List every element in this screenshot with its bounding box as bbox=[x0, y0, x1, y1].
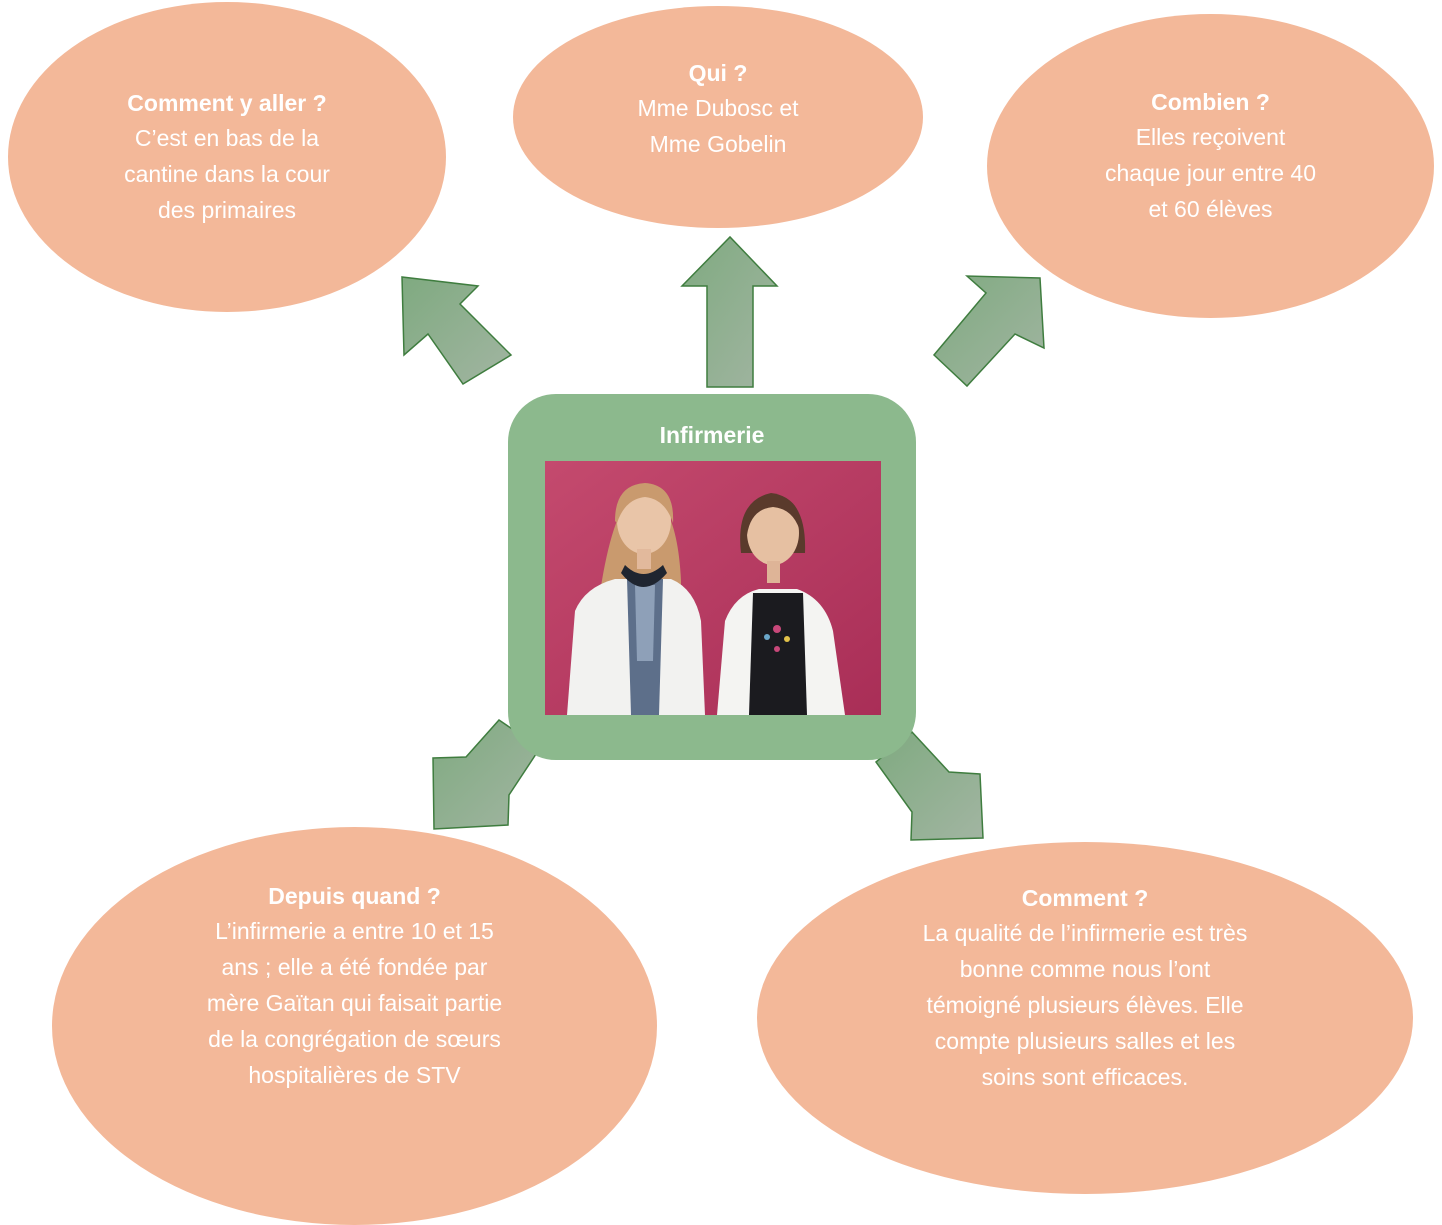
nurses-photo bbox=[545, 461, 881, 715]
arrow-up-icon bbox=[680, 235, 779, 388]
bubble-title: Combien ? bbox=[1151, 89, 1270, 115]
bubble-text: L’infirmerie a entre 10 et 15 ans ; elle… bbox=[206, 918, 503, 1088]
bubble-title: Comment y aller ? bbox=[127, 90, 327, 116]
bubble-text: Mme Dubosc et Mme Gobelin bbox=[637, 95, 799, 157]
bubble-comment: Comment ? La qualité de l’infirmerie est… bbox=[757, 842, 1413, 1194]
bubble-title: Qui ? bbox=[688, 60, 748, 86]
arrow-down-right-icon bbox=[874, 730, 984, 841]
bubble-qui: Qui ? Mme Dubosc et Mme Gobelin bbox=[513, 6, 923, 228]
bubble-combien: Combien ? Elles reçoivent chaque jour en… bbox=[987, 14, 1434, 318]
bubble-title: Depuis quand ? bbox=[268, 883, 441, 909]
person-right bbox=[717, 493, 845, 715]
person-left bbox=[567, 483, 705, 715]
nurses-illustration bbox=[545, 461, 881, 715]
center-title: Infirmerie bbox=[659, 422, 765, 448]
bubble-title: Comment ? bbox=[1021, 885, 1149, 911]
arrow-up-left-icon bbox=[401, 276, 513, 386]
bubble-text: La qualité de l’infirmerie est très bonn… bbox=[922, 920, 1248, 1090]
bubble-text: C’est en bas de la cantine dans la cour … bbox=[124, 125, 330, 223]
arrow-down-left-icon bbox=[432, 719, 542, 830]
bubble-comment-y-aller: Comment y aller ? C’est en bas de la can… bbox=[8, 2, 446, 312]
bubble-depuis-quand: Depuis quand ? L’infirmerie a entre 10 e… bbox=[52, 827, 657, 1225]
center-card: Infirmerie bbox=[508, 394, 916, 760]
bubble-text: Elles reçoivent chaque jour entre 40 et … bbox=[1105, 124, 1316, 222]
arrow-up-right-icon bbox=[932, 275, 1045, 388]
